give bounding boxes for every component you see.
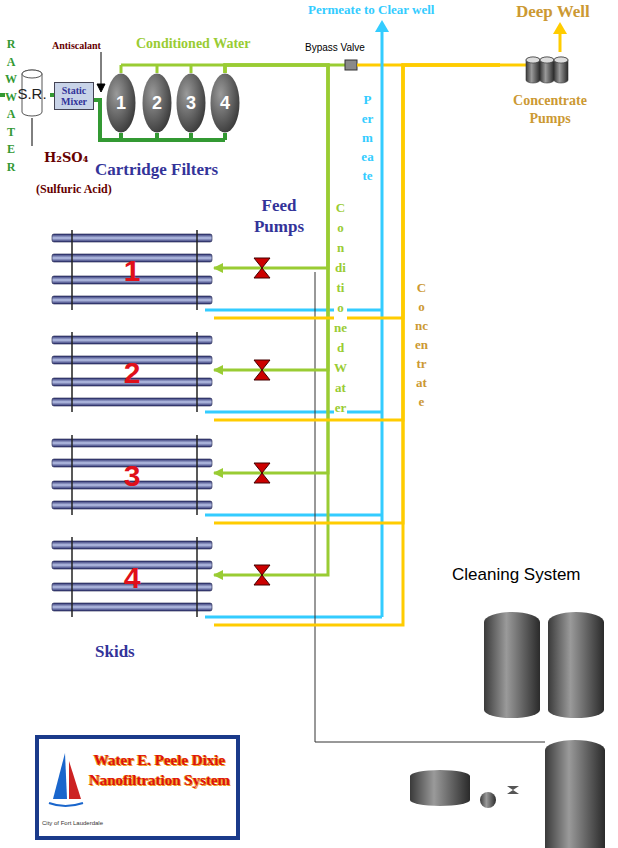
callout-number: 4: [220, 93, 230, 114]
deep-well-arrow: [553, 22, 567, 34]
cartridge-filter: 1: [106, 73, 136, 133]
bypass-valve: [345, 60, 357, 70]
skid-post: [71, 230, 73, 310]
strainer-cylinder: S.R.: [14, 68, 50, 118]
callout-number: 3: [186, 93, 196, 114]
text-label: Permeate to Clear well: [308, 2, 434, 18]
permeate-arrow: [375, 20, 389, 32]
feed-pump-valve: [254, 565, 270, 585]
cleaning-line: [315, 272, 545, 742]
membrane-tube: [52, 234, 212, 242]
callout-number: 2: [124, 356, 141, 390]
text-label: Cleaning System: [452, 565, 581, 585]
node-text: Static Mixer: [56, 85, 92, 107]
cartridge-filter: 3: [176, 73, 206, 133]
callout-number: 2: [152, 93, 162, 114]
logo-title: Water E. Peele Dixie Nanofiltration Syst…: [87, 751, 232, 790]
callout-number: 1: [124, 254, 141, 288]
concentrate-pumps: Concentrate Pumps: [500, 52, 600, 134]
pipe-connector: [214, 65, 328, 575]
strainer-label: S.R.: [17, 85, 46, 102]
membrane-tube: [52, 398, 212, 406]
text-label: H₂SO₄: [44, 150, 88, 165]
membrane-tube: [52, 603, 212, 611]
vertical-label: Conditioned Water: [334, 198, 347, 418]
membrane-tube: [52, 296, 212, 304]
pipe-connector: [214, 65, 500, 318]
concentrate-pipe: [357, 32, 560, 65]
membrane-skid: 4: [50, 525, 214, 631]
callout-number: 4: [124, 561, 141, 595]
membrane-skid: 3: [50, 423, 214, 529]
skid-post: [71, 435, 73, 515]
vertical-label: Concentrate: [415, 278, 428, 411]
cartridge-filter: 4: [210, 73, 240, 133]
feed-pump-valve: [254, 360, 270, 380]
membrane-skid: 2: [50, 320, 214, 426]
skid-post: [196, 435, 198, 515]
feed-pump-valve: [254, 463, 270, 483]
pipe-connector: [214, 65, 500, 625]
text-label: Antiscalant: [52, 40, 101, 51]
callout-number: 3: [124, 459, 141, 493]
pipe-connector: [214, 65, 500, 420]
membrane-tube: [52, 501, 212, 509]
text-label: Deep Well: [516, 2, 590, 22]
membrane-tube: [52, 439, 212, 447]
pipe-connector: [214, 65, 500, 523]
text-label: City of Fort Lauderdale: [42, 820, 103, 826]
cartridge-filter: 2: [142, 73, 172, 133]
vertical-label: Permeate: [361, 90, 374, 185]
text-label: Skids: [95, 642, 135, 662]
callout-number: 1: [116, 93, 126, 114]
skid-post: [71, 537, 73, 617]
membrane-skid: 1: [50, 218, 214, 324]
skid-post: [71, 332, 73, 412]
pump-label: Concentrate Pumps: [500, 92, 600, 127]
text-label: Cartridge Filters: [95, 160, 218, 180]
vertical-label: RAW WATER: [5, 36, 17, 176]
city-logo-icon: [45, 747, 85, 817]
text-label: Conditioned Water: [136, 36, 250, 52]
permeate-pipe: [205, 30, 382, 617]
pump-cylinders: [500, 52, 600, 86]
membrane-tubes: [52, 230, 212, 617]
skid-post: [196, 332, 198, 412]
membrane-tube: [52, 541, 212, 549]
text-label: Feed Pumps: [244, 195, 314, 238]
feed-pump-valve: [254, 258, 270, 278]
text-label: (Sulfuric Acid): [36, 182, 112, 197]
static-mixer-box: Static Mixer: [54, 82, 94, 110]
cleaning-tanks: [410, 612, 605, 848]
membrane-tube: [52, 336, 212, 344]
skid-post: [196, 537, 198, 617]
text-label: Bypass Valve: [305, 42, 365, 53]
skid-post: [196, 230, 198, 310]
